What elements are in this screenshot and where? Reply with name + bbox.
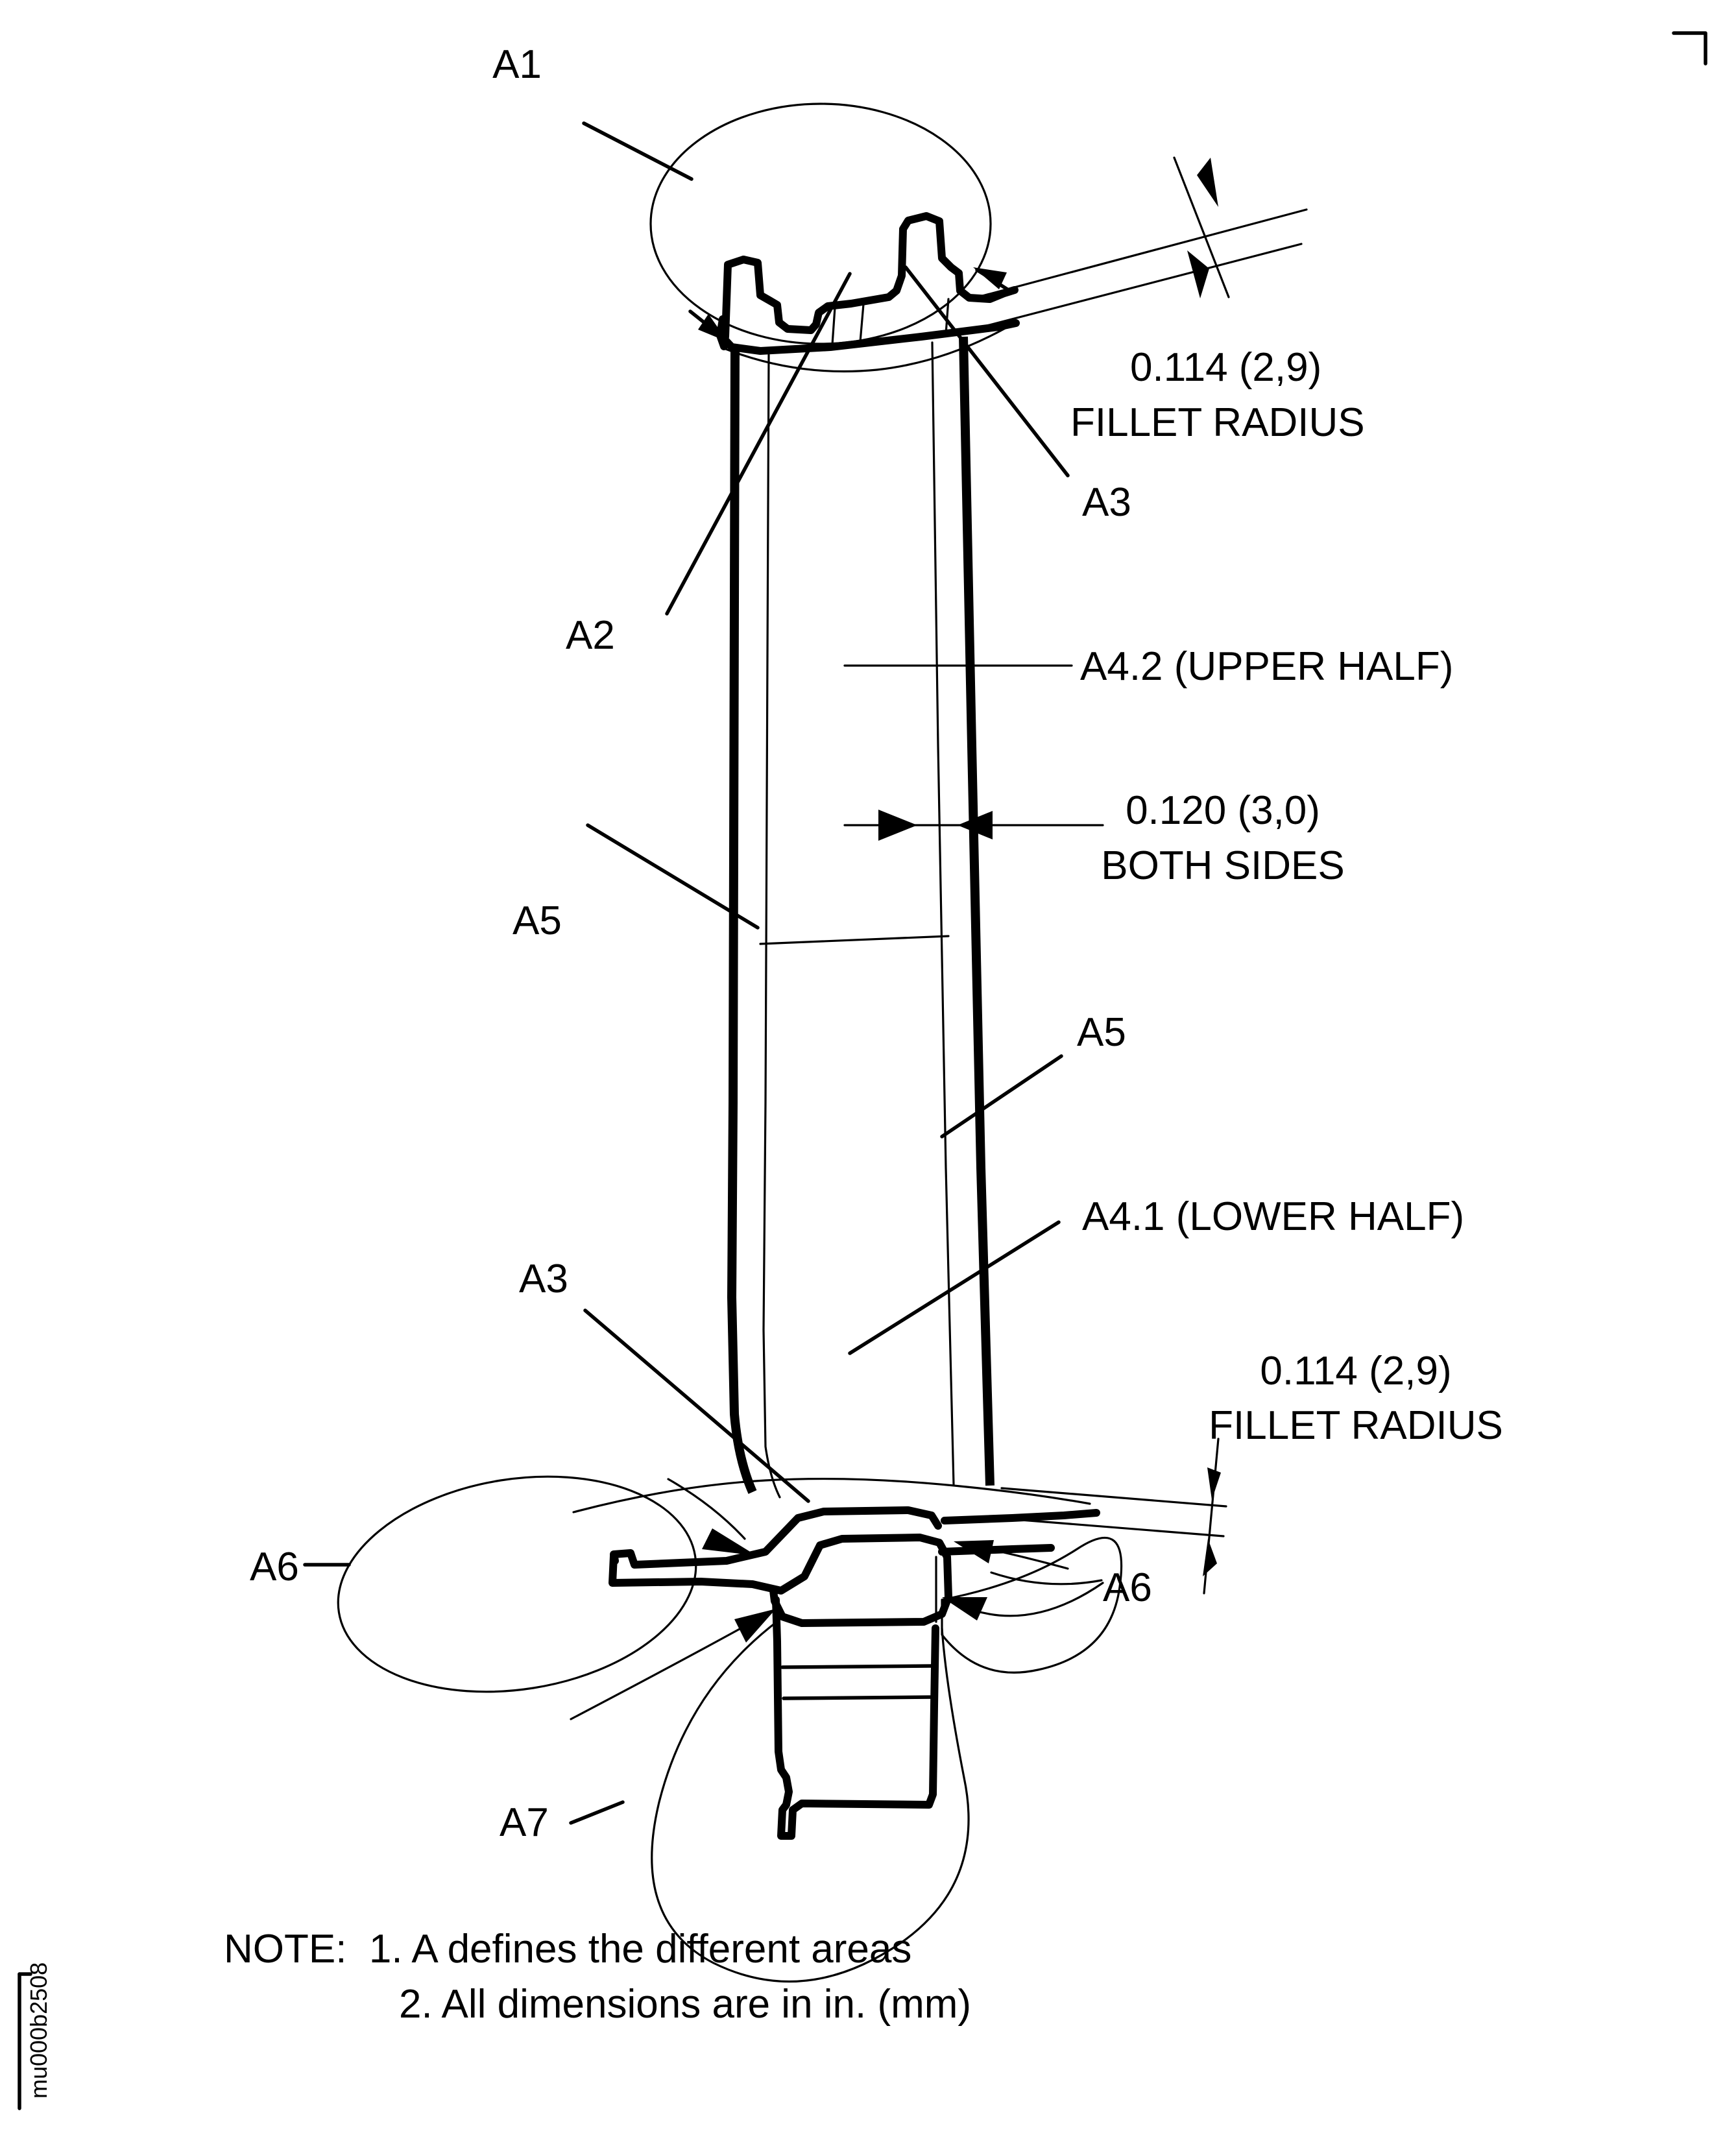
dim-tip-fillet-desc: FILLET RADIUS	[1070, 400, 1365, 445]
doc-id-corner-mark	[18, 1972, 32, 2110]
label-a6-right: A6	[1103, 1565, 1152, 1610]
crop-mark-top-right	[1672, 31, 1707, 66]
arrow-shroud-right	[973, 267, 1011, 293]
leader-a7	[569, 1800, 625, 1825]
label-a1: A1	[492, 42, 542, 87]
document-id: mu000b2508	[25, 1962, 52, 2099]
arrow-root-right-lower	[942, 1582, 1104, 1621]
label-a2: A2	[566, 613, 615, 658]
detail-bubble-a6-right	[941, 1537, 1123, 1674]
leader-a4-1	[848, 1220, 1061, 1355]
detail-bubble-a7	[651, 1619, 970, 1983]
dim-thickness-desc: BOTH SIDES	[1101, 843, 1345, 888]
label-a5-left: A5	[512, 898, 562, 943]
label-a7: A7	[500, 1800, 549, 1845]
dim-tip-fillet	[967, 156, 1308, 331]
dim-thickness-value: 0.120 (3,0)	[1126, 788, 1320, 833]
arrow-shroud-left	[688, 309, 728, 342]
arrow-root-left-lower	[570, 1609, 776, 1720]
label-a3-bottom: A3	[519, 1257, 568, 1301]
label-a5-right: A5	[1077, 1010, 1126, 1055]
detail-bubble-a6-left	[337, 1475, 697, 1693]
dim-airfoil-thickness	[843, 810, 1104, 841]
label-a6-left: A6	[250, 1545, 299, 1589]
leader-a1	[582, 121, 693, 181]
arrow-root-right-upper	[954, 1540, 1069, 1570]
callout-lower-half: A4.1 (LOWER HALF)	[1082, 1194, 1464, 1239]
note-line-2: 2. All dimensions are in in. (mm)	[399, 1982, 971, 2027]
leader-a5-left	[586, 823, 760, 930]
dim-tip-fillet-value: 0.114 (2,9)	[1130, 345, 1321, 390]
note-line-1: NOTE: 1. A defines the different areas	[224, 1927, 911, 1971]
dim-root-fillet-value: 0.114 (2,9)	[1260, 1349, 1451, 1393]
leader-a5-right	[940, 1054, 1063, 1139]
dim-root-fillet	[995, 1438, 1227, 1595]
tip-shroud-section	[716, 212, 1020, 373]
leader-a6-right	[990, 1571, 1103, 1585]
leader-a2	[665, 272, 852, 616]
arrow-root-top	[667, 1478, 756, 1556]
dim-root-fillet-desc: FILLET RADIUS	[1209, 1403, 1503, 1448]
callout-upper-half: A4.2 (UPPER HALF)	[1080, 644, 1453, 689]
leader-a3-bottom	[583, 1308, 810, 1503]
root-firtree-section	[572, 1477, 1100, 1840]
leader-a3-top	[904, 265, 1070, 477]
label-a3-top: A3	[1082, 480, 1131, 525]
